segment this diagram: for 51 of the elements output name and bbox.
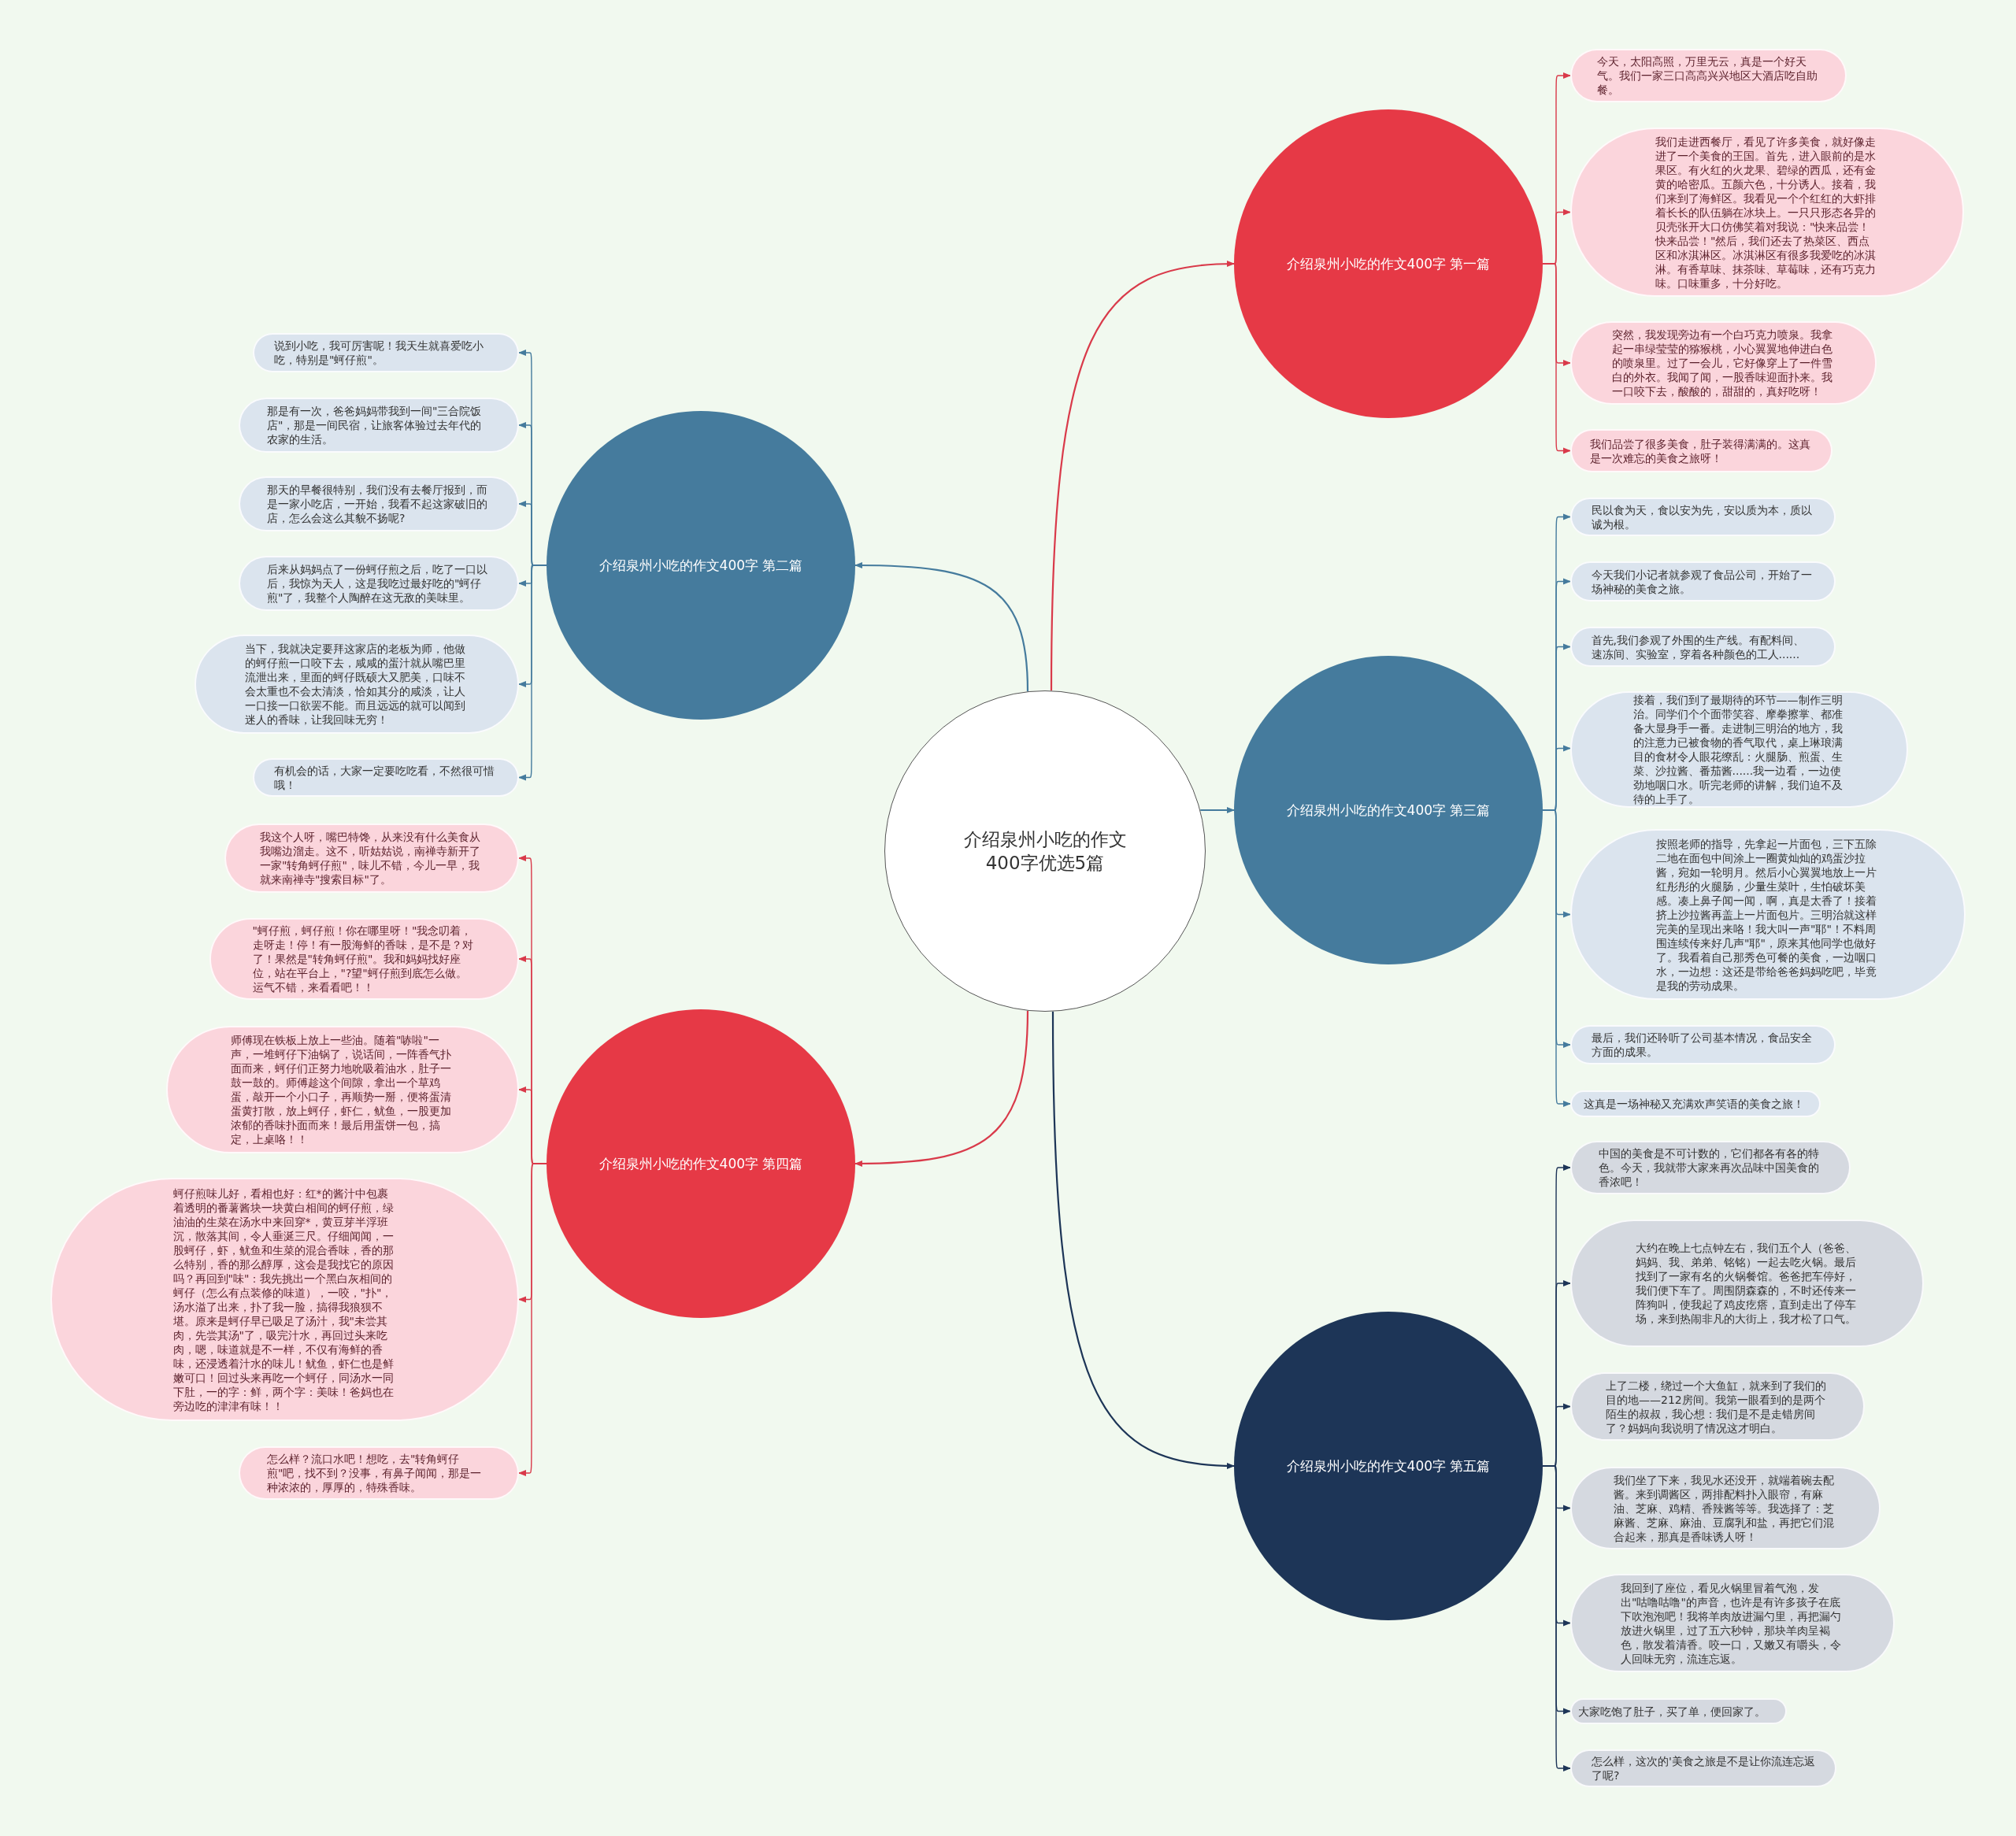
bubble-text: 民以食为天，食以安为先，安以质为本，质以诚为根。 (1591, 502, 1813, 531)
connector-arrow (1050, 261, 1235, 691)
bubble-text: 那是有一次，爸爸妈妈带我到一间"三合院饭店"，那是一间民宿，让旅客体验过去年代的农家的生活。 (267, 404, 483, 446)
bubble-text: 我这个人呀，嘴巴特馋，从来没有什么美食从我嘴边溜走。这不，听姑姑说，南禅寺新开了一家"转角蚵仔煎"，味儿不错，今儿一早，我就来南禅寺"搜索目标"了。 (260, 830, 481, 887)
central-title: 介绍泉州小吃的作文400字优选5篇 (962, 828, 1128, 875)
bubble-text: 蚵仔煎味儿好，看相也好：红*的酱汁中包裹着透明的番薯酱块一块黄白相间的蚵仔煎，绿油油的生菜在汤水中来回穿*，黄豆芽半浮班沉，散落其间，令人垂涎三尺。仔细闻闻，一股蚵仔，虾，鱿鱼和生菜的混合香味，香的那么特别，香的那么醇厚，这会是我找它的原因吗？再回到"味"：我先挑出一个黑白灰相间的蚵仔（怎么有点装修的味道），一咬，"扑"，汤水溢了出来，扑了我一脸，搞得我狼狈不堪。原来是蚵仔早已吸足了汤汁，我"未尝其肉，先尝其汤"了，吸完汁水，再回过头来吃肉，嗯，味道就是不一样，不仅有海鲜的香味，还浸透着汁水的味儿！鱿鱼，虾仁也是鲜嫩可口！回过头来再吃一个蚵仔，同汤水一同下肚，一的字：鲜，两个字：美味！爸妈也在旁边吃的津津有味！！ (172, 1186, 395, 1413)
bubble-text: 我们坐了下来，我见水还没开，就端着碗去配酱。来到调酱区，两排配料扑入眼帘，有麻油、芝麻、鸡精、香辣酱等等。我选择了：芝麻酱、芝麻、麻油、豆腐乳和盐，再把它们混合起来，那真是香味诱人呀！ (1614, 1472, 1835, 1544)
bubble-text: 按照老师的指导，先拿起一片面包，三下五除二地在面包中间涂上一圈黄灿灿的鸡蛋沙拉酱，宛如一轮明月。然后小心翼翼地放上一片红彤彤的火腿肠，少量生菜叶，生怕破坏美感。凑上鼻子闻一闻，啊，真是太香了！接着挤上沙拉酱再盖上一片面包片。三明治就这样完美的呈现出来咯！我大叫一声"耶"！不料周围连续传来好几声"耶"，原来其他同学也做好了。我看着自己那秀色可餐的美食，一边咽口水，一边想：这还是带给爸爸妈妈吃吧，毕竟是我的劳动成果。 (1656, 836, 1877, 993)
bubble-text: 后来从妈妈点了一份蚵仔煎之后，吃了一口以后，我惊为天人，这是我吃过最好吃的"蚵仔煎"了，我整个人陶醉在这无敌的美味里。 (267, 562, 488, 605)
text-bubble (1570, 1025, 1836, 1064)
bubble-text: 有机会的话，大家一定要吃吃看，不然很可惜哦！ (274, 763, 495, 792)
bubble-text: "蚵仔煎，蚵仔煎！你在哪里呀！"我念叨着，走呀走！停！有一股海鲜的香味，是不是？对了！果然是"转角蚵仔煎"。我和妈妈找好座位，站在平台上，"?望"蚵仔煎到底怎么做。运气不错，来看看吧！！ (252, 924, 474, 994)
text-bubble (1570, 1749, 1836, 1787)
text-bubble (253, 333, 519, 372)
bubble-text: 今天，太阳高照，万里无云，真是一个好天气。我们一家三口高高兴兴地区大酒店吃自助餐。 (1596, 54, 1818, 97)
connector-arrow (518, 564, 547, 781)
topic-title: 介绍泉州小吃的作文400字 第一篇 (1285, 255, 1492, 272)
topic-title: 介绍泉州小吃的作文400字 第二篇 (598, 557, 804, 574)
bubble-text: 当下，我就决定要拜这家店的老板为师，他做的蚵仔煎一口咬下去，咸咸的蛋汁就从嘴巴里流泄出来，里面的蚵仔既硕大又肥美，口味不会太重也不会太清淡，恰如其分的咸淡，让人一口接一口欲罢不能。而且远远的就可以闻到迷人的香味，让我回味无穷！ (245, 642, 466, 727)
bubble-text: 上了二楼，绕过一个大鱼缸，就来到了我们的目的地——212房间。我第一眼看到的是两个陌生的叔叔，我心想：我们是不是走错房间了？妈妈向我说明了情况这才明白。 (1606, 1378, 1827, 1435)
text-bubble (253, 758, 519, 797)
connector-arrow (854, 562, 1029, 692)
bubble-text: 首先,我们参观了外围的生产线。有配料间、速冻间、实验室，穿着各种颜色的工人...... (1591, 632, 1805, 661)
text-bubble (1570, 1698, 1787, 1724)
bubble-text: 最后，我们还聆听了公司基本情况，食品安全方面的成果。 (1591, 1031, 1813, 1059)
bubble-text: 中国的美食是不可计数的，它们都各有各的特色。今天，我就带大家来再次品味中国美食的香浓吧！ (1599, 1146, 1820, 1189)
topic-title: 介绍泉州小吃的作文400字 第四篇 (598, 1155, 804, 1172)
bubble-text: 师傅现在铁板上放上一些油。随着"哧啦"一声，一堆蚵仔下油锅了，说话间，一阵香气扑面而来，蚵仔们正努力地吮吸着油水，肚子一鼓一鼓的。师傅趁这个间隙，拿出一个草鸡蛋，敲开一个小口子，再顺势一掰，便将蛋清蛋黄打散，放上蚵仔，虾仁，鱿鱼，一股更加浓郁的香味扑面而来！最后用蛋饼一包，搞定，上桌咯！！ (231, 1033, 452, 1146)
bubble-text: 怎么样？流口水吧！想吃，去"转角蚵仔煎"吧，找不到？没事，有鼻子闻闻，那是一种浓浓的，厚厚的，特殊香味。 (267, 1452, 483, 1494)
bubble-text: 突然，我发现旁边有一个白巧克力喷泉。我拿起一串绿莹莹的猕猴桃，小心翼翼地伸进白色的喷泉里。过了一会儿，它好像穿上了一件雪白的外衣。我闻了闻，一股香味迎面扑来。我一口咬下去，酸酸的，甜甜的，真好吃呀！ (1611, 328, 1833, 398)
connector-arrow (1200, 807, 1235, 813)
text-bubble (1570, 498, 1836, 536)
bubble-text: 说到小吃，我可厉害呢！我天生就喜爱吃小吃，特别是"蚵仔煎"。 (274, 339, 484, 367)
bubble-text: 大家吃饱了肚子，买了单，便回家了。 (1577, 1704, 1766, 1719)
topic-title: 介绍泉州小吃的作文400字 第三篇 (1285, 801, 1492, 819)
text-bubble (1570, 561, 1836, 602)
bubble-text: 我回到了座位，看见火锅里冒着气泡，发出"咕噜咕噜"的声音，也许是有许多孩子在底下吹泡泡吧！我将羊肉放进漏勺里，再把漏勺放进火锅里，过了五六秒钟，那块羊肉呈褐色，散发着清香。咬一口，又嫩又有嚼头，令人回味无穷，流连忘返。 (1621, 1580, 1842, 1666)
text-bubble (1570, 1090, 1821, 1117)
bubble-text: 那天的早餐很特别，我们没有去餐厅报到，而是一家小吃店，一开始，我看不起这家破旧的店，怎么会这么其貌不扬呢? (267, 483, 488, 525)
connector-arrow (1542, 263, 1571, 454)
bubble-text: 接着，我们到了最期待的环节——制作三明治。同学们个个面带笑容、摩拳擦掌、都准备大显身手一番。走进制三明治的地方，我的注意力已被食物的香气取代，桌上琳琅满目的食材令人眼花缭乱：火腿肠、煎蛋、生菜、沙拉酱、番茄酱......我一边看，一边使劲地咽口水。听完老师的讲解，我们迫不及待的上手了。 (1632, 693, 1844, 806)
bubble-text: 怎么样，这次的'美食之旅是不是让你流连忘返了呢? (1592, 1754, 1815, 1782)
topic-title: 介绍泉州小吃的作文400字 第五篇 (1285, 1457, 1492, 1475)
bubble-text: 我们走进西餐厅，看见了许多美食，就好像走进了一个美食的王国。首先，进入眼前的是水果区。有火红的火龙果、碧绿的西瓜，还有金黄的哈密瓜。五颜六色，十分诱人。接着，我们来到了海鲜区。我看见一个个红红的大虾排着长长的队伍躺在冰块上。一只只形态各异的贝壳张开大口仿佛笑着对我说："快来品尝！快来品尝！"然后，我们还去了热菜区、西点区和冰淇淋区。冰淇淋区有很多我爱吃的冰淇淋。有香草味、抹茶味、草莓味，还有巧克力味。口味重多，十分好吃。 (1655, 134, 1877, 291)
bubble-text: 我们品尝了很多美食，肚子装得满满的。这真是一次难忘的美食之旅呀！ (1589, 436, 1811, 465)
connector-arrow (854, 1010, 1029, 1167)
bubble-text: 这真是一场神秘又充满欢声笑语的美食之旅！ (1584, 1097, 1805, 1111)
bubble-text: 今天我们小记者就参观了食品公司，开始了一场神秘的美食之旅。 (1591, 567, 1813, 596)
text-bubble (1570, 627, 1836, 667)
bubble-text: 大约在晚上七点钟左右，我们五个人（爸爸、妈妈、我、弟弟、铭铭）一起去吃火锅。最后找到了一家有名的火锅餐馆。爸爸把车停好，我们便下车了。周围阴森森的，不时还传来一阵狗叫，使我起了鸡皮疙瘩，直到走出了停车场，来到热闹非凡的大街上，我才松了口气。 (1635, 1241, 1857, 1326)
connector-arrow (1051, 1011, 1235, 1469)
